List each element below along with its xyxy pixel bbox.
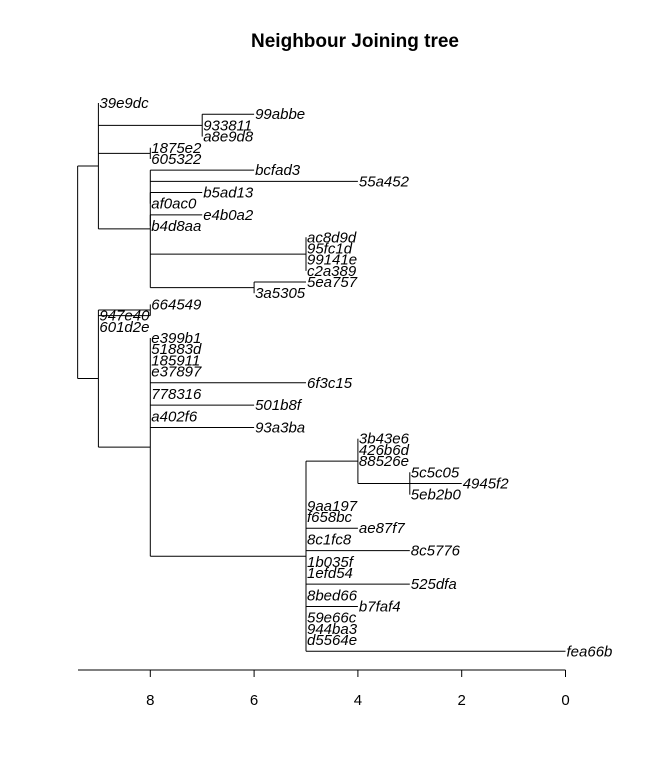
x-axis-tick-label: 6 [250, 692, 258, 709]
x-axis-tick-label: 2 [458, 692, 466, 709]
tip-label: 3b43e6 [359, 431, 410, 448]
tip-label: 1875e2 [151, 140, 202, 157]
tip-label: b7faf4 [359, 599, 401, 616]
tip-label: 5eb2b0 [411, 487, 462, 504]
tip-label: 6f3c15 [307, 375, 353, 392]
tip-label: 947e40 [99, 308, 150, 325]
tip-label: 8bed66 [307, 587, 358, 604]
x-axis-tick-label: 4 [354, 692, 362, 709]
tip-label: e37897 [151, 364, 202, 381]
tip-label: bcfad3 [255, 162, 301, 179]
tip-label: 5c5c05 [411, 464, 460, 481]
tip-label: 51883d [151, 341, 202, 358]
tip-label: 778316 [151, 386, 202, 403]
tip-label: 95fc1d [307, 240, 353, 257]
tip-label: 1b035f [307, 554, 355, 571]
tip-label: 99141e [307, 252, 357, 269]
tip-label: 8c1fc8 [307, 531, 352, 548]
tip-label: fea66b [567, 643, 613, 660]
tip-label: 601d2e [99, 319, 149, 336]
tip-label: a402f6 [151, 408, 198, 425]
tip-label: 525dfa [411, 576, 457, 593]
tip-label: 93a3ba [255, 420, 305, 437]
tip-label: 39e9dc [99, 95, 149, 112]
tip-label: ac8d9d [307, 229, 357, 246]
tip-label: 185911 [151, 352, 200, 369]
tree-edges [77, 103, 566, 652]
tip-label: 59e66c [307, 610, 357, 627]
tip-label: 605322 [151, 151, 202, 168]
tip-label: 1efd54 [307, 565, 353, 582]
tip-label: 3a5305 [255, 285, 306, 302]
tip-label: 501b8f [255, 397, 303, 414]
tip-label: 944ba3 [307, 621, 358, 638]
tip-label: ae87f7 [359, 520, 406, 537]
tip-label: b4d8aa [151, 218, 201, 235]
tip-label: 426b6d [359, 442, 410, 459]
tip-label: 8c5776 [411, 543, 461, 560]
tip-label: d5564e [307, 632, 357, 649]
tip-label: 99abbe [255, 106, 305, 123]
x-axis-tick-label: 8 [146, 692, 154, 709]
tip-label: b5ad13 [203, 185, 254, 202]
x-axis: 8 6 4 2 0 [78, 669, 570, 709]
x-axis-tick-label: 0 [561, 692, 569, 709]
tip-label: 88526e [359, 453, 409, 470]
tip-label: a8e9d8 [203, 129, 254, 146]
tip-label: af0ac0 [151, 196, 197, 213]
tip-label: e399b1 [151, 330, 201, 347]
tip-label: 4945f2 [463, 475, 510, 492]
tip-label: 9aa197 [307, 498, 358, 515]
tip-label: 664549 [151, 296, 202, 313]
tip-label: c2a389 [307, 263, 357, 280]
plot-title: Neighbour Joining tree [251, 31, 459, 52]
tip-label: 55a452 [359, 173, 410, 190]
tip-label: 933811 [203, 117, 252, 134]
tip-label: 5ea757 [307, 274, 358, 291]
tip-label: e4b0a2 [203, 207, 254, 224]
tip-label: f658bc [307, 509, 353, 526]
